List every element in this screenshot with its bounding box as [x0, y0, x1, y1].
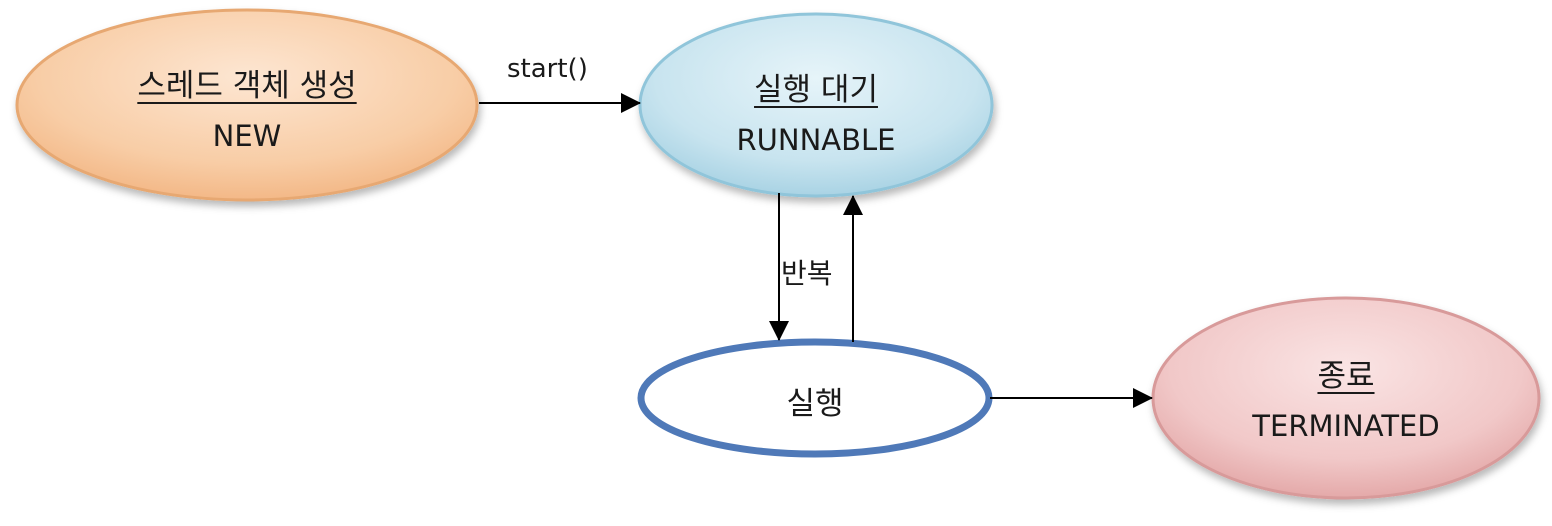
terminated-state-subtitle: TERMINATED — [1252, 409, 1440, 443]
running-state-node — [637, 338, 993, 458]
loop-edge-label: 반복 — [781, 257, 833, 290]
start-edge-label: start() — [507, 54, 588, 84]
running-state-title: 실행 — [786, 386, 844, 422]
new-state-subtitle: NEW — [212, 119, 282, 153]
runnable-state-subtitle: RUNNABLE — [736, 123, 896, 157]
terminated-state-text: 종료 TERMINATED — [1196, 350, 1496, 443]
runnable-state-title: 실행 대기 — [754, 72, 878, 108]
new-state-node — [15, 8, 479, 202]
terminated-state-node — [1151, 296, 1541, 500]
runnable-state-text: 실행 대기 RUNNABLE — [666, 64, 966, 157]
terminated-state-title: 종료 — [1317, 358, 1375, 394]
new-state-title: 스레드 객체 생성 — [137, 68, 357, 104]
running-state-text: 실행 — [715, 378, 915, 423]
new-state-text: 스레드 객체 생성 NEW — [67, 60, 427, 153]
